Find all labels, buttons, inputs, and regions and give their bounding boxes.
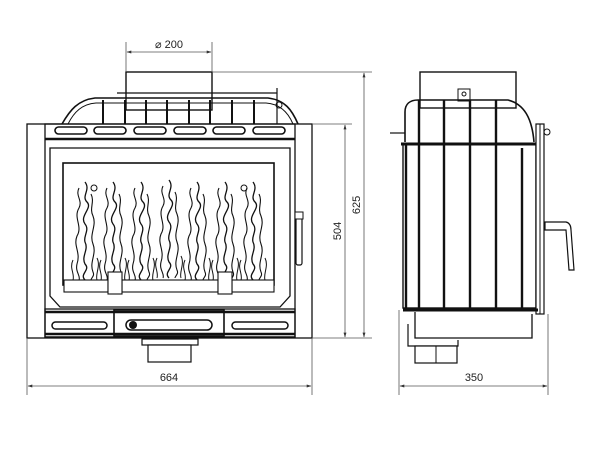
air-control-knob xyxy=(129,321,137,329)
side-ribs xyxy=(404,100,524,308)
dim-flue-diameter: ⌀ 200 xyxy=(155,39,183,51)
door-handle xyxy=(295,214,303,266)
dim-depth: 350 xyxy=(465,372,483,384)
dim-glass-height: 504 xyxy=(332,222,344,240)
flue-collar xyxy=(125,71,213,111)
door-glass xyxy=(62,162,275,286)
door-frame xyxy=(49,147,291,308)
top-vent-slots xyxy=(54,126,286,135)
dim-front-width: 664 xyxy=(160,372,178,384)
dimension-lines xyxy=(26,42,549,395)
grate xyxy=(63,271,275,295)
top-dome xyxy=(61,97,299,125)
side-view xyxy=(390,71,575,364)
bottom-air-inlet xyxy=(147,344,192,363)
side-handle xyxy=(544,221,575,271)
bottom-vent-slots xyxy=(51,319,289,331)
dim-total-height: 625 xyxy=(351,196,363,214)
front-view xyxy=(26,71,313,363)
flame-decoration xyxy=(70,179,268,281)
